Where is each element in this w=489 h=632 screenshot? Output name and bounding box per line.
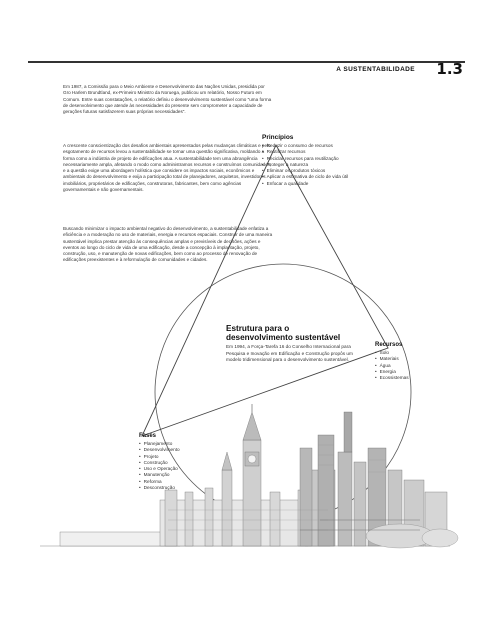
principios-item: Reciclar recursos para reutilização [262,156,348,162]
recursos-item: Água [375,363,409,369]
principios-item: Aplicar a estimativa de ciclo de vida út… [262,174,349,180]
principios-item: Eliminar os produtos tóxicos [262,168,348,174]
fases-item: Reforma [139,479,180,485]
recursos-item: Ecossistemas [375,375,409,381]
city-skyline-illustration [40,404,459,549]
fases-item: Projeto [139,454,180,460]
fases-item: Construção [139,460,180,466]
section-title: A SUSTENTABILIDADE [336,66,415,73]
principios-item: Proteger a natureza [262,162,348,168]
principios-item: Reutilizar recursos [262,149,348,155]
fases-title: Fases [139,433,157,439]
fases-item: Manutenção [139,472,180,478]
recursos-list: Solo Materiais Água Energia Ecossistemas [375,350,409,381]
fases-item: Planejamento [139,441,180,447]
recursos-item: Energia [375,369,409,375]
header-rule [28,61,465,63]
principios-title: Princípios [262,134,294,141]
body-paragraph-2: A crescente conscientização dos desafios… [63,143,272,193]
recursos-block: Recursos Solo Materiais Água Energia Eco… [375,342,409,381]
principios-item: Reduzir o consumo de recursos [262,143,348,149]
principios-list: Reduzir o consumo de recursos Reutilizar… [262,143,349,187]
fases-list: Planejamento Desenvolvimento Projeto Con… [139,441,180,491]
body-paragraph-3: Buscando minimizar o impacto ambiental n… [63,226,273,263]
fases-block: Fases Planejamento Desenvolvimento Proje… [139,433,180,491]
principios-block: Princípios Reduzir o consumo de recursos… [262,134,348,187]
recursos-item: Solo [375,350,409,356]
recursos-item: Materiais [375,356,409,362]
principios-item: Enfocar a qualidade [262,181,348,187]
framework-triangle [141,144,389,437]
fases-item: Desconstrução [139,485,180,491]
estrutura-description: Em 1994, a Força-Tarefa 16 do Conselho I… [226,344,353,362]
estrutura-block: Estrutura para o desenvolvimento sustent… [226,324,376,363]
fases-item: Desenvolvimento [139,447,180,453]
recursos-title: Recursos [375,342,403,348]
fases-item: Uso e Operação [139,466,180,472]
estrutura-title: Estrutura para o desenvolvimento sustent… [226,324,341,343]
body-paragraph-1: Em 1987, a Comissão para o Meio Ambiente… [63,84,272,115]
chapter-number: 1.3 [436,60,463,78]
